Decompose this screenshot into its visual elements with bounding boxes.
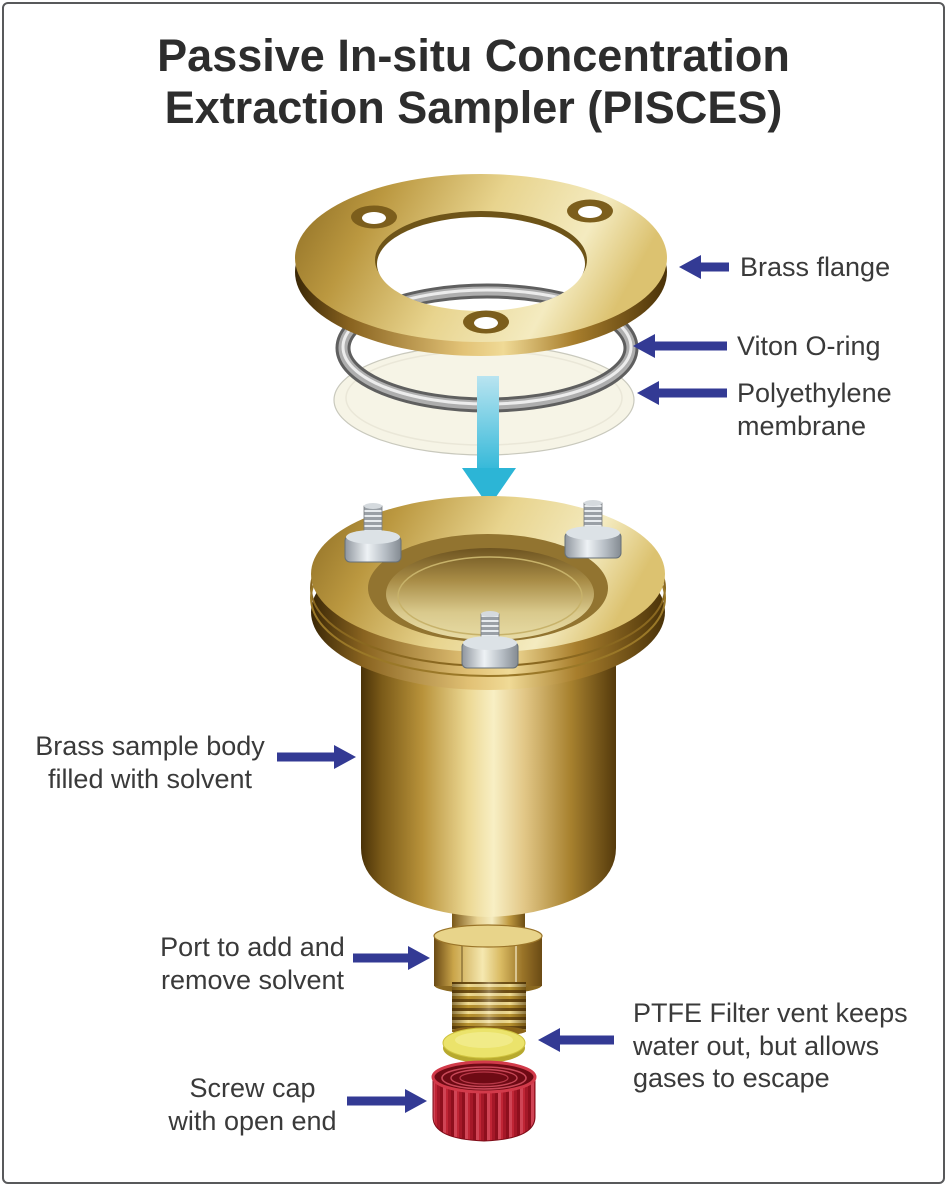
page-title-line1: Passive In-situ Concentration <box>157 30 790 81</box>
label-screw-cap: Screw cap with open end <box>168 1073 337 1136</box>
viton-oring-arrow-icon <box>633 334 727 358</box>
solvent-port-fitting <box>433 924 543 1036</box>
label-brass-sample-body: Brass sample body filled with solvent <box>35 731 265 794</box>
label-viton-oring: Viton O-ring <box>737 331 881 361</box>
steel-bolt <box>344 503 402 563</box>
port-threads <box>452 982 526 1036</box>
screw-cap <box>431 1060 537 1142</box>
label-brass-flange: Brass flange <box>740 252 891 282</box>
port-arrow-icon <box>353 946 430 970</box>
flange-bolt-hole <box>463 310 509 334</box>
label-polyethylene-membrane: Polyethylene membrane <box>737 378 892 441</box>
screw-cap-arrow-icon <box>347 1089 427 1113</box>
membrane-arrow-icon <box>637 381 727 405</box>
page-title: Passive In-situ Concentration Extraction… <box>0 30 947 134</box>
page-title-line2: Extraction Sampler (PISCES) <box>164 82 783 134</box>
brass-flange <box>295 174 667 356</box>
label-ptfe-filter-vent: PTFE Filter vent keeps water out, but al… <box>633 998 908 1094</box>
flange-bolt-hole <box>567 199 613 223</box>
steel-bolt <box>461 611 519 669</box>
assembly-direction-arrow-icon <box>462 376 516 507</box>
flange-bolt-hole <box>351 205 397 229</box>
ptfe-arrow-icon <box>538 1028 614 1052</box>
label-solvent-port: Port to add and remove solvent <box>160 932 345 995</box>
sample-body-arrow-icon <box>277 745 356 769</box>
brass-flange-arrow-icon <box>679 255 729 279</box>
steel-bolt <box>564 500 622 559</box>
ptfe-filter-disc <box>442 1027 526 1063</box>
